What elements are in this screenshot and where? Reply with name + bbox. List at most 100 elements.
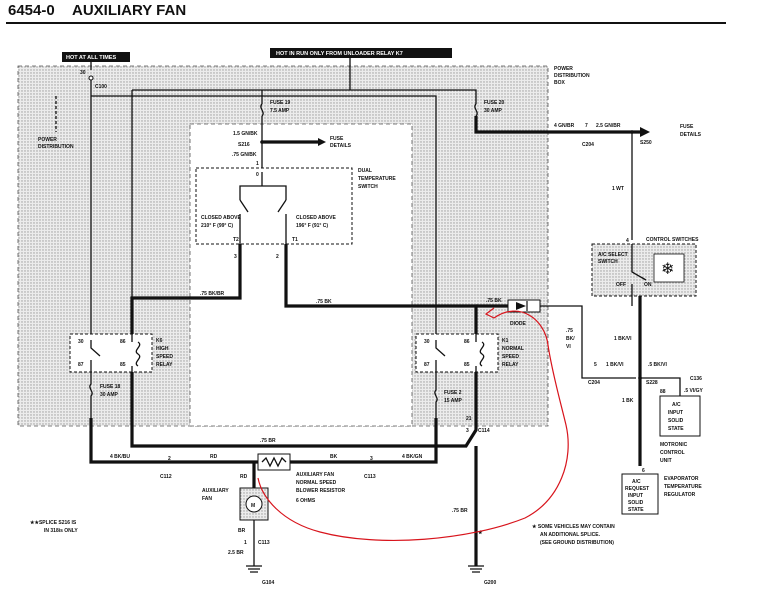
evap-l3: REGULATOR <box>664 492 696 498</box>
diode-label: DIODE <box>510 321 527 327</box>
wire-label-bk: BK <box>330 454 338 460</box>
wire-label-2-5-br: 2.5 BR <box>228 550 244 556</box>
note-extra-2: AN ADDITIONAL SPLICE. <box>540 532 601 538</box>
wire-label-1-bk: 1 BK <box>622 398 634 404</box>
relay-k6-l3: RELAY <box>156 362 173 368</box>
fuse-19-label: FUSE 19 <box>270 100 291 106</box>
relay-k6-coil <box>135 341 141 367</box>
wire-label-75-bk: .75 BK <box>316 299 332 305</box>
power-box-label-3: BOX <box>554 80 566 86</box>
fuse-details-b-2: DETAILS <box>680 132 702 138</box>
relay-k1-id: K1 <box>502 338 509 344</box>
closed-right-2: 196° F (91° C) <box>296 223 328 229</box>
connector-c113-b: C113 <box>258 540 270 546</box>
wire-label-75-bk-diode: .75 BK <box>486 298 502 304</box>
relay-k1-pin-87: 87 <box>424 362 430 368</box>
connector-c136: C136 <box>690 376 702 382</box>
ac-input-l3: SOLID <box>668 418 684 424</box>
fuse-2-label: FUSE 2 <box>444 390 462 396</box>
ac-request-l1: A/C <box>632 479 641 485</box>
wire-label-75-gn-bk: .75 GN/BK <box>232 152 257 158</box>
fuse-18-label: FUSE 18 <box>100 384 121 390</box>
note-extra-1: ★ SOME VEHICLES MAY CONTAIN <box>532 524 615 530</box>
power-box-label-2: DISTRIBUTION <box>554 73 590 79</box>
fuse-details-b-1: FUSE <box>680 124 694 130</box>
motronic-l2: CONTROL <box>660 450 685 456</box>
pin-t2: T2 <box>233 237 239 243</box>
relay-k1-pin-86: 86 <box>464 339 470 345</box>
ac-input-l2: INPUT <box>668 410 683 416</box>
ground-g200: G200 <box>484 580 496 586</box>
ac-request-l4: SOLID <box>628 500 644 506</box>
resistor-l1: AUXILIARY FAN <box>296 472 334 478</box>
pin-3-switch: 3 <box>234 254 237 260</box>
power-distribution-label-1: POWER <box>38 137 57 143</box>
splice-s216: S216 <box>238 142 250 148</box>
wire-label-rd-fan: RD <box>240 474 248 480</box>
power-distribution-label-2: DISTRIBUTION <box>38 144 74 150</box>
wire-label-1-bk-vi-a: 1 BK/VI <box>606 362 624 368</box>
banner-hot-in-run <box>270 48 452 58</box>
ground-g104: G104 <box>262 580 274 586</box>
wire-label-bk-slash: BK/ <box>566 336 575 342</box>
relay-k1-l3: RELAY <box>502 362 519 368</box>
wire-label-br: BR <box>238 528 246 534</box>
ac-request-l3: INPUT <box>628 493 643 499</box>
power-box-label-1: POWER <box>554 66 573 72</box>
connector-c100: C100 <box>95 84 107 90</box>
dual-switch-title-1: DUAL <box>358 168 372 174</box>
fuse-details-a-1: FUSE <box>330 136 344 142</box>
wire-label-2-5-gn-br: 2.5 GN/BR <box>596 123 621 129</box>
pin-4: 4 <box>626 238 629 244</box>
banner-hot-at-all-times <box>62 52 130 62</box>
relay-k1-l2: SPEED <box>502 354 519 360</box>
ac-request-l2: REQUEST <box>625 486 649 492</box>
fuse-19-amp: 7.5 AMP <box>270 108 290 114</box>
connector-c114: C114 <box>478 428 490 434</box>
snowflake-icon: ❄ <box>661 261 674 278</box>
relay-k1-pin-30: 30 <box>424 339 430 345</box>
pin-0: 0 <box>256 172 259 178</box>
diagram-name: AUXILIARY FAN <box>72 2 187 19</box>
banner-hot-in-run-text: HOT IN RUN ONLY FROM UNLOADER RELAY K7 <box>276 51 403 57</box>
resistor-l2: NORMAL SPEED <box>296 480 337 486</box>
pin-3-c114: 3 <box>466 428 469 434</box>
wire-label-4-bk-gn: 4 BK/GN <box>402 454 423 460</box>
pin-6: 6 <box>642 468 645 474</box>
closed-left-1: CLOSED ABOVE <box>201 215 241 221</box>
resistor-l3: BLOWER RESISTOR <box>296 488 345 494</box>
star-marker: ★ <box>478 530 483 536</box>
dual-switch-title-3: SWITCH <box>358 184 378 190</box>
dual-temperature-switch <box>195 167 353 245</box>
pin-21: 21 <box>466 416 472 422</box>
switch-on-label: ON <box>644 282 652 288</box>
relay-k6-high-speed <box>69 333 153 373</box>
evap-l2: TEMPERATURE <box>664 484 702 490</box>
resistor-l4: 6 OHMS <box>296 498 316 504</box>
pin-2-c112: 2 <box>168 456 171 462</box>
relay-k1-coil <box>479 341 485 367</box>
relay-k6-pin-30: 30 <box>78 339 84 345</box>
relay-k1-l1: NORMAL <box>502 346 524 352</box>
aux-fan-l1: AUXILIARY <box>202 488 229 494</box>
wire-label-75: .75 <box>566 328 573 334</box>
banner-hot-at-all-times-text: HOT AT ALL TIMES <box>66 55 116 61</box>
relay-k6-id: K6 <box>156 338 163 344</box>
pin-3-c113: 3 <box>370 456 373 462</box>
connector-c204-bottom: C204 <box>588 380 600 386</box>
note-splice-1: ★★SPLICE S216 IS <box>30 520 77 526</box>
wire-label-1-bk-vi-b: 1 BK/VI <box>614 336 632 342</box>
ac-request-solid-state <box>621 473 659 515</box>
wire-label-4-gn-br: 4 GN/BR <box>554 123 575 129</box>
motor-symbol: M <box>251 503 255 509</box>
wire-label-75-bk-br: .75 BK/BR <box>200 291 225 297</box>
note-extra-3: (SEE GROUND DISTRIBUTION) <box>540 540 614 546</box>
relay-k6-l1: HIGH <box>156 346 169 352</box>
pin-30: 30 <box>80 70 86 76</box>
wire-label-1-wt: 1 WT <box>612 186 624 192</box>
ac-input-l1: A/C <box>672 402 681 408</box>
motronic-l3: UNIT <box>660 458 672 464</box>
pin-7: 7 <box>585 123 588 129</box>
switch-off-label: OFF <box>616 282 626 288</box>
